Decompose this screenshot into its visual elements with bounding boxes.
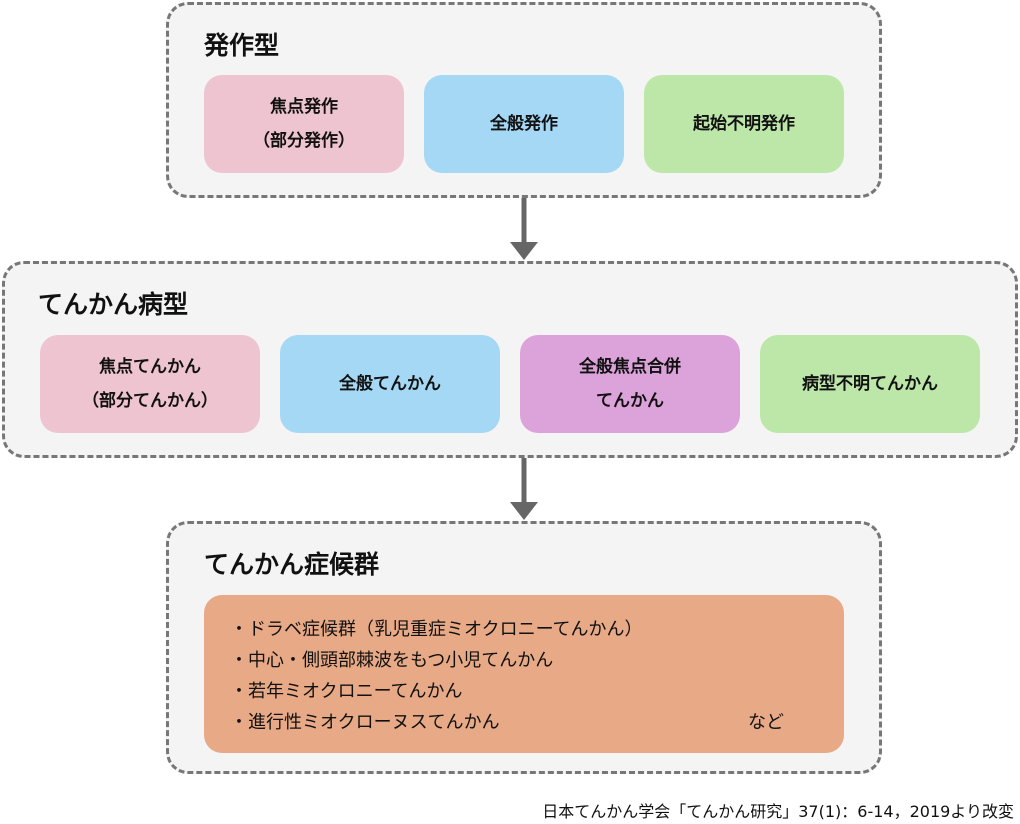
syndrome-item-juvenile-myoclonic: ・若年ミオクロニーてんかん — [230, 681, 463, 702]
syndrome-list-box — [204, 595, 844, 753]
syndrome-item-centrotemporal: ・中心・側頭部棘波をもつ小児てんかん — [230, 650, 554, 671]
focal-seizure-line1: 焦点発作 — [270, 97, 338, 117]
generalized-epilepsy-label: 全般てんかん — [339, 374, 441, 394]
source-citation: 日本てんかん学会「てんかん研究」37(1)：6-14，2019より改変 — [542, 802, 1014, 821]
focal-seizure-line2: （部分発作） — [253, 131, 355, 151]
syndrome-title: てんかん症候群 — [204, 550, 380, 579]
focal-seizure-box: 焦点発作 （部分発作） — [204, 75, 404, 173]
arrow-down-1 — [510, 198, 538, 260]
combined-epilepsy-line2: てんかん — [596, 391, 664, 411]
epilepsy-type-title: てんかん病型 — [38, 290, 189, 319]
unknown-epilepsy-box: 病型不明てんかん — [760, 335, 980, 433]
focal-epilepsy-line2: （部分てんかん） — [82, 391, 218, 411]
unknown-onset-seizure-box: 起始不明発作 — [644, 75, 844, 173]
focal-epilepsy-line1: 焦点てんかん — [99, 357, 201, 377]
combined-epilepsy-line1: 全般焦点合併 — [579, 357, 681, 377]
syndrome-item-dravet: ・ドラベ症候群（乳児重症ミオクロニーてんかん） — [230, 619, 643, 640]
seizure-type-title: 発作型 — [204, 31, 280, 60]
generalized-seizure-label: 全般発作 — [490, 114, 558, 134]
generalized-epilepsy-box: 全般てんかん — [280, 335, 500, 433]
unknown-onset-seizure-label: 起始不明発作 — [693, 114, 795, 134]
focal-epilepsy-box: 焦点てんかん （部分てんかん） — [40, 335, 260, 433]
combined-epilepsy-box: 全般焦点合併 てんかん — [520, 335, 740, 433]
arrow-down-2 — [510, 458, 538, 520]
generalized-seizure-box: 全般発作 — [424, 75, 624, 173]
syndrome-item-progressive-myoclonus: ・進行性ミオクローヌスてんかん — [230, 712, 500, 733]
syndrome-etc: など — [748, 712, 784, 733]
unknown-epilepsy-label: 病型不明てんかん — [802, 374, 938, 394]
